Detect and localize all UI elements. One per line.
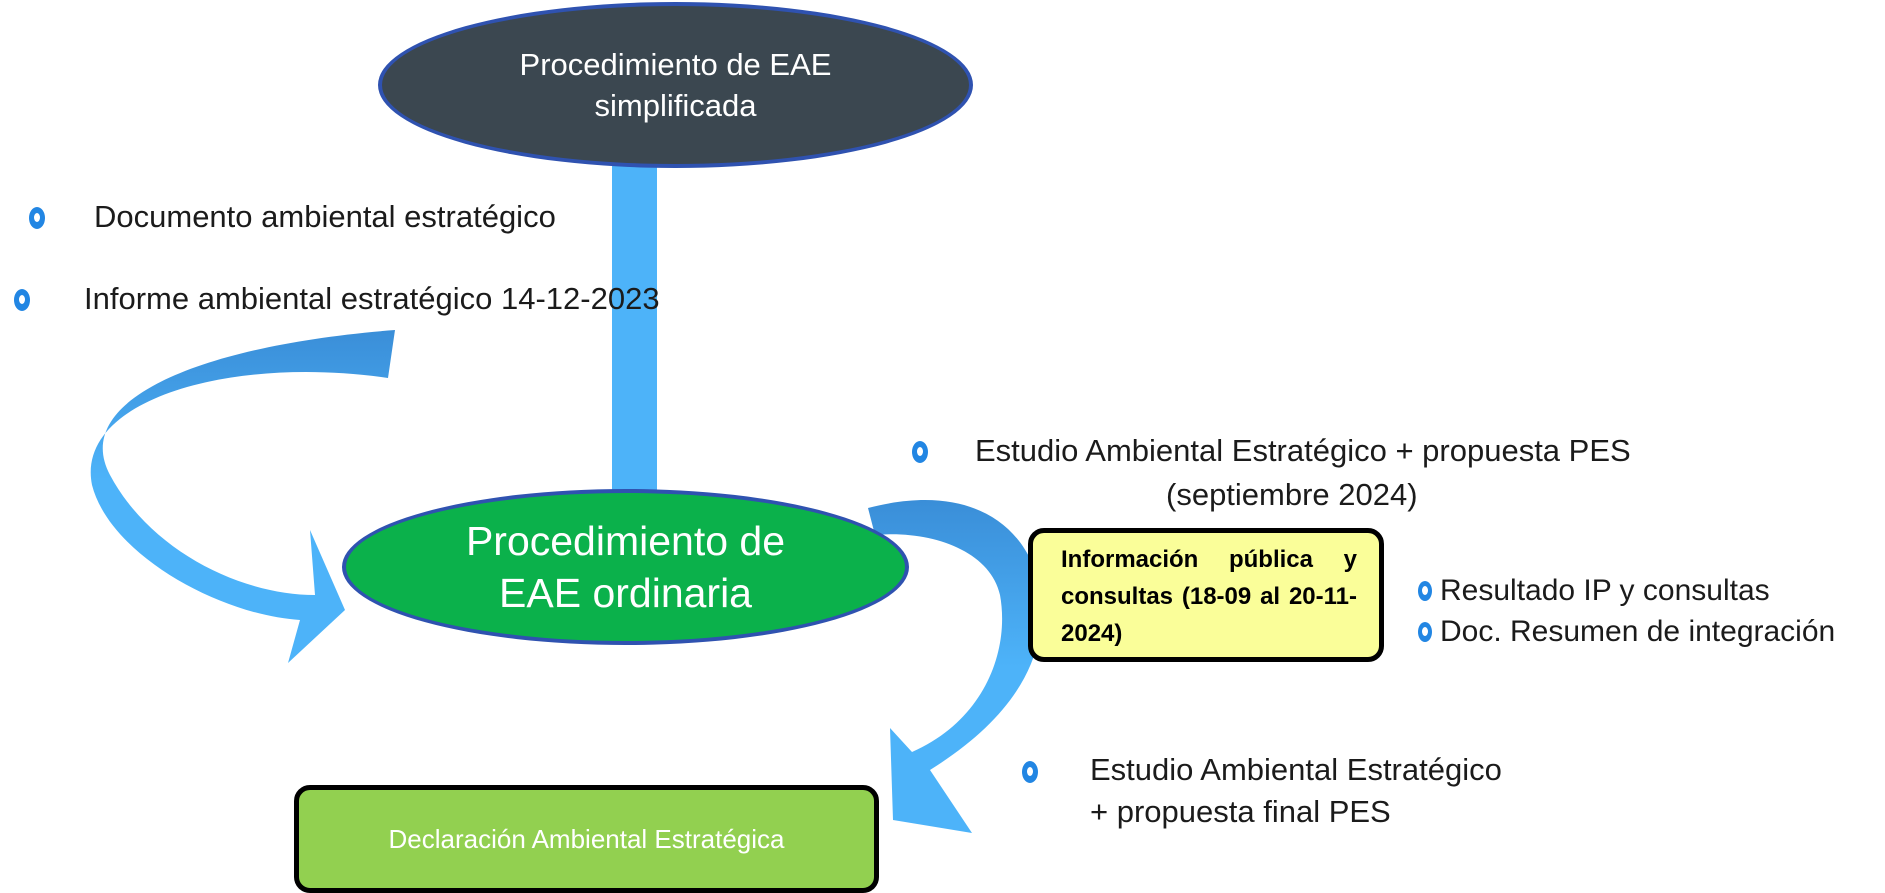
item-resultado-ip: Resultado IP y consultas	[1440, 574, 1770, 607]
node-eae-ordinaria: Procedimiento de EAE ordinaria	[342, 489, 909, 645]
bullet-icon	[912, 441, 928, 463]
node-eae-simplificada-label: Procedimiento de EAE simplificada	[519, 47, 832, 123]
bullet-icon	[1022, 761, 1038, 783]
node-declaracion-ambiental: Declaración Ambiental Estratégica	[294, 785, 879, 893]
bullet-icon	[14, 289, 30, 311]
node-informacion-publica: Información pública y consultas (18-09 a…	[1028, 528, 1384, 662]
node-eae-ordinaria-label: Procedimiento de EAE ordinaria	[465, 518, 786, 616]
node-eae-simplificada: Procedimiento de EAE simplificada	[378, 2, 973, 168]
item-doc-resumen: Doc. Resumen de integración	[1440, 615, 1836, 648]
item-estudio-propuesta-line2: (septiembre 2024)	[1166, 477, 1418, 512]
item-estudio-propuesta-line1: Estudio Ambiental Estratégico + propuest…	[975, 433, 1631, 468]
left-curved-arrow	[90, 330, 395, 663]
vertical-connector	[612, 160, 657, 500]
right-curved-arrow	[868, 500, 1042, 833]
node-informacion-publica-label: Información pública y consultas (18-09 a…	[1061, 546, 1357, 647]
node-declaracion-ambiental-label: Declaración Ambiental Estratégica	[388, 823, 785, 854]
item-estudio-final-line1: Estudio Ambiental Estratégico	[1090, 752, 1502, 787]
bullet-icon	[1418, 622, 1432, 642]
bullet-icon	[1418, 581, 1432, 601]
item-documento-ambiental: Documento ambiental estratégico	[94, 199, 556, 234]
item-informe-ambiental: Informe ambiental estratégico 14-12-2023	[84, 281, 660, 316]
item-estudio-final-line2: + propuesta final PES	[1090, 794, 1391, 829]
bullet-icon	[29, 207, 45, 229]
